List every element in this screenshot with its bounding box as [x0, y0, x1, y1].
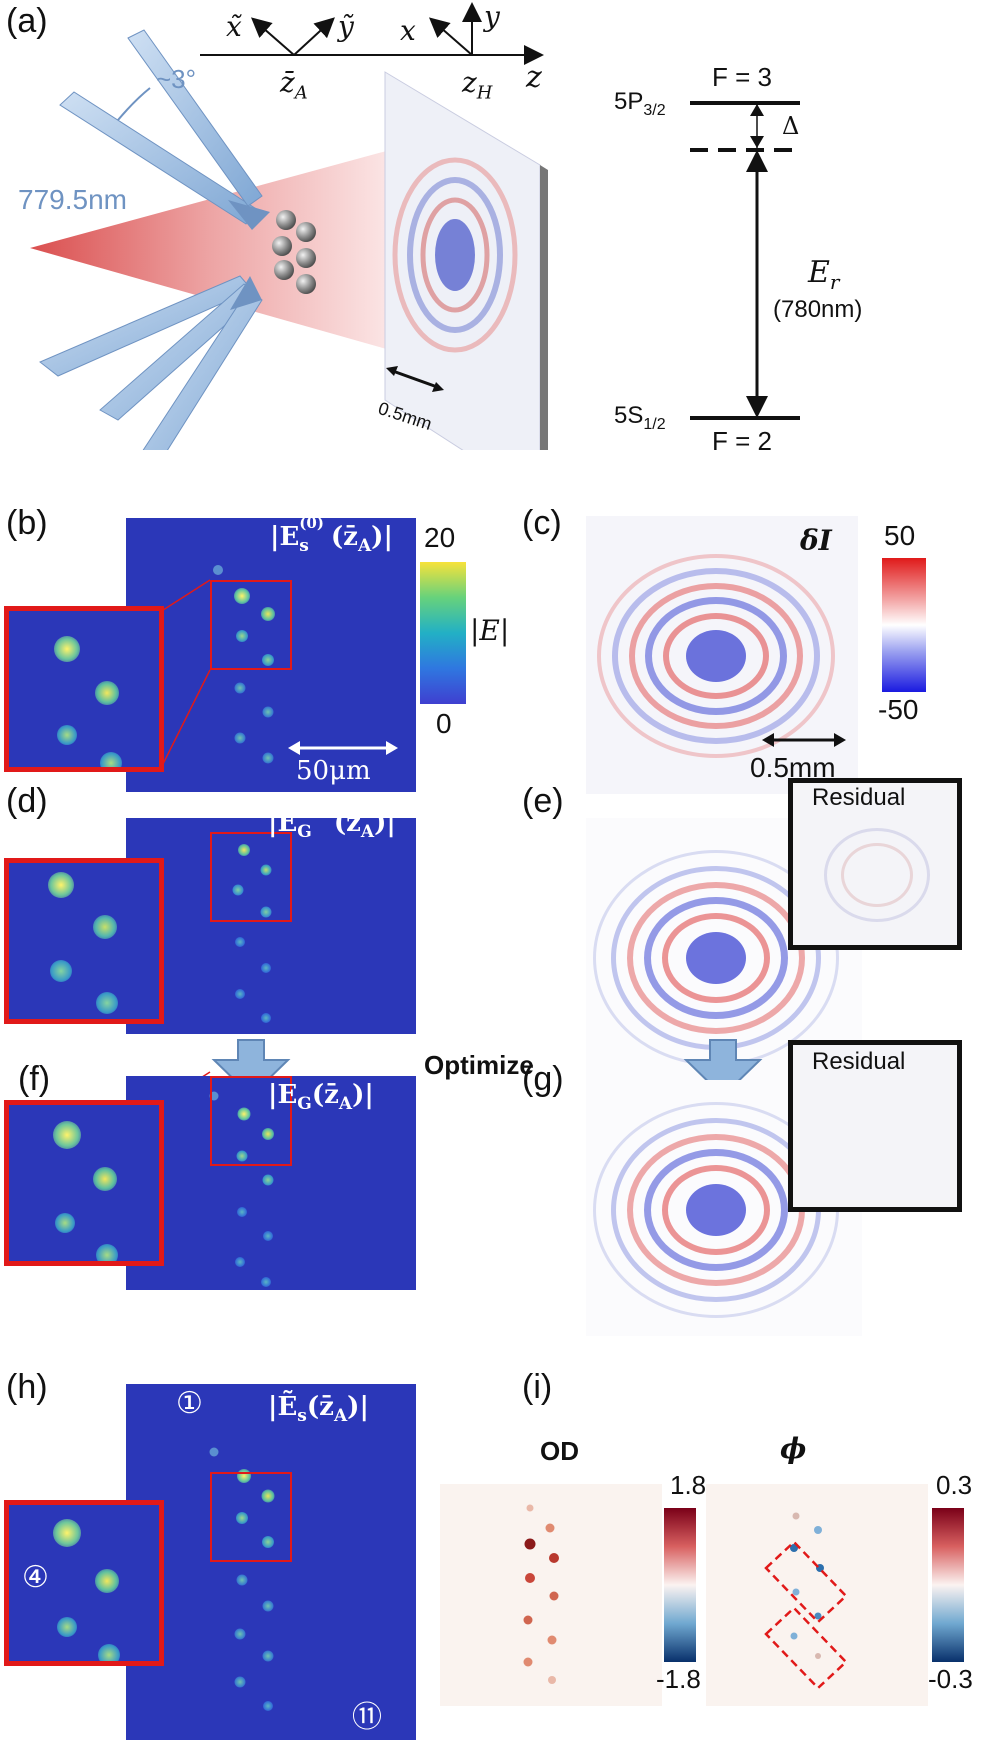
- panel-label-a: (a): [6, 2, 48, 40]
- panel-i-od-min: -1.8: [656, 1664, 701, 1694]
- axis-z-a: z̄A: [280, 66, 308, 104]
- atom-marker-1: ①: [176, 1387, 203, 1420]
- panel-b-scalebar-label: 50μm: [296, 756, 371, 786]
- upper-state-label: 5P3/2: [614, 88, 666, 119]
- panel-c-colorbar: [882, 558, 926, 692]
- panel-label-e: (e): [522, 782, 564, 820]
- panel-c-cbar-max: 50: [884, 520, 916, 551]
- panel-h-inset: [4, 1500, 164, 1666]
- panel-b-scalebar: [288, 741, 398, 755]
- axis-z: z: [526, 60, 542, 95]
- panel-d-title: |E(0)G(z̄A)|: [268, 800, 396, 843]
- detuning-label: Δ: [782, 112, 800, 140]
- panel-c-diff-image: [586, 516, 858, 794]
- panel-c-scalebar-label: 0.5mm: [750, 752, 836, 783]
- axis-x-tilde: x̃: [226, 10, 242, 43]
- panel-label-b: (b): [6, 504, 48, 542]
- panel-b-cbar-min: 0: [436, 708, 452, 739]
- panel-i-dashed-regions: [764, 1540, 848, 1690]
- setup-diagram: [30, 2, 800, 450]
- wavelength-label: 779.5nm: [18, 184, 127, 215]
- axis-y: y: [484, 0, 500, 33]
- panel-d-field-image: [126, 818, 416, 1034]
- panel-f-title: |EG(z̄A)|: [268, 1080, 374, 1115]
- panel-i-od-image: [440, 1484, 662, 1706]
- panel-f-field-image: [126, 1076, 416, 1290]
- panel-label-g: (g): [522, 1060, 564, 1098]
- panel-d-inset: [4, 858, 164, 1024]
- panel-b-cbar-label: |E|: [470, 614, 510, 647]
- panel-label-h: (h): [6, 1368, 48, 1406]
- panel-b-title: |E(0)s(z̄A)|: [270, 514, 393, 557]
- panel-i-phi-title: ϕ: [780, 1432, 807, 1465]
- atom-marker-11: ⑪: [352, 1701, 382, 1734]
- panel-i-od-colorbar: [664, 1508, 696, 1662]
- upper-f-label: F = 3: [712, 62, 772, 92]
- panel-label-c: (c): [522, 504, 562, 542]
- atom-marker-4: ④: [22, 1561, 49, 1594]
- panel-c-cbar-min: -50: [878, 694, 919, 725]
- panel-label-f: (f): [18, 1060, 51, 1098]
- panel-label-i: (i): [522, 1368, 553, 1406]
- angle-label: ~3°: [156, 64, 197, 94]
- axis-x: x: [400, 14, 416, 47]
- axis-y-tilde: ỹ: [338, 10, 354, 43]
- panel-c-scalebar: [762, 733, 846, 747]
- panel-i-od-title: OD: [540, 1436, 579, 1466]
- lower-f-label: F = 2: [712, 426, 772, 456]
- panel-c-title: δI: [800, 524, 832, 557]
- panel-b-cbar-max: 20: [424, 522, 456, 553]
- panel-g-residual-label: Residual: [812, 1048, 906, 1075]
- panel-b-field-image: [126, 518, 416, 792]
- panel-i-phi-max: 0.3: [936, 1470, 973, 1500]
- panel-i-phi-colorbar: [932, 1508, 964, 1662]
- panel-label-d: (d): [6, 782, 48, 820]
- panel-h-title: |Ẽs(z̄A)|: [268, 1392, 369, 1427]
- panel-i-od-max: 1.8: [670, 1470, 707, 1500]
- panel-g-residual-inset: [788, 1040, 962, 1212]
- field-label: Er: [808, 255, 840, 294]
- field-wavelength-label: (780nm): [773, 296, 863, 323]
- panel-h-field-image: [126, 1384, 416, 1740]
- panel-f-inset: [4, 1100, 164, 1266]
- optimize-label: Optimize: [424, 1050, 534, 1080]
- panel-i-phi-min: -0.3: [928, 1664, 973, 1694]
- panel-e-residual-label: Residual: [812, 784, 906, 811]
- panel-e-residual-inset: [788, 778, 962, 950]
- panel-i-phi-image: [706, 1484, 928, 1706]
- lower-state-label: 5S1/2: [614, 402, 666, 433]
- panel-g-fit-image: [586, 1080, 862, 1336]
- panel-b-colorbar: [420, 562, 466, 704]
- panel-b-inset: [4, 606, 164, 772]
- axis-z-h: zH: [462, 66, 493, 104]
